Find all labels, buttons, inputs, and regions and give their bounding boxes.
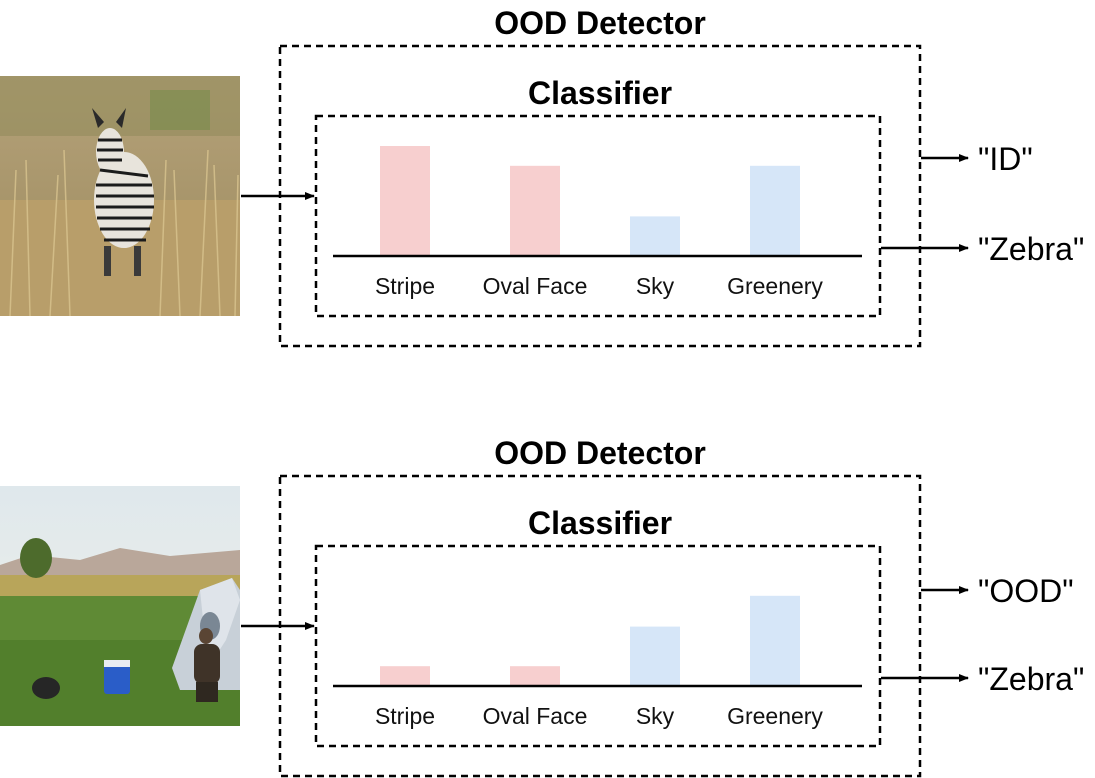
classifier-output-label: "Zebra" [978, 661, 1084, 697]
classifier-title: Classifier [528, 75, 672, 111]
feature-bar-sky [630, 216, 680, 256]
category-label-greenery: Greenery [727, 273, 823, 299]
detector-title: OOD Detector [494, 5, 706, 41]
category-label-stripe: Stripe [375, 273, 435, 299]
detector-output-label: "OOD" [978, 573, 1074, 609]
detector-title: OOD Detector [494, 435, 706, 471]
category-label-greenery: Greenery [727, 703, 823, 729]
feature-bar-chart [380, 146, 800, 256]
category-label-oval-face: Oval Face [483, 703, 588, 729]
detector-output-label: "ID" [978, 141, 1033, 177]
feature-bar-chart [380, 595, 800, 686]
feature-bar-stripe [380, 146, 430, 256]
category-label-sky: Sky [636, 273, 675, 299]
feature-bar-oval-face [510, 666, 560, 686]
feature-bar-greenery [750, 595, 800, 686]
category-label-sky: Sky [636, 703, 675, 729]
classifier-title: Classifier [528, 505, 672, 541]
category-label-stripe: Stripe [375, 703, 435, 729]
panel-id-example: OOD Detector Classifier Stripe Oval Face… [0, 5, 1084, 348]
feature-bar-sky [630, 626, 680, 686]
classifier-output-label: "Zebra" [978, 231, 1084, 267]
feature-bar-stripe [380, 666, 430, 686]
feature-bar-greenery [750, 165, 800, 256]
feature-bar-oval-face [510, 165, 560, 256]
classifier-box [314, 114, 882, 318]
panel-ood-example: OOD Detector Classifier Stripe Oval Face… [0, 435, 1084, 778]
category-label-oval-face: Oval Face [483, 273, 588, 299]
classifier-box [314, 544, 882, 748]
camping-tent-on-grass-photo [0, 486, 240, 726]
zebra-in-grass-photo [0, 76, 240, 317]
